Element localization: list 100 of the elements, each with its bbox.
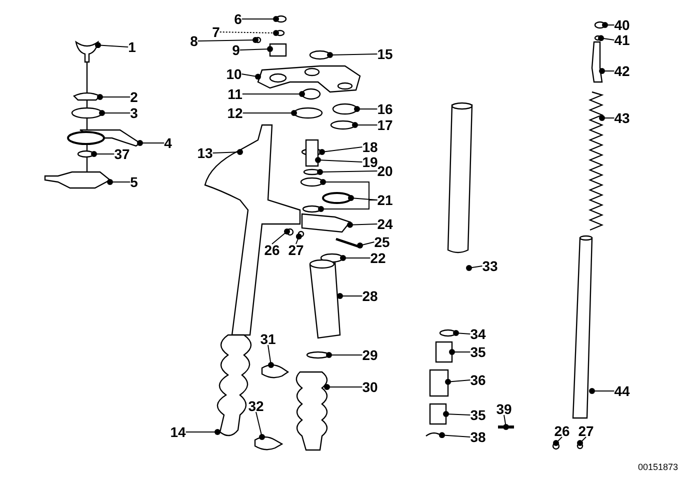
washer-drawing: [298, 230, 304, 238]
drawing-number: 00151873: [638, 462, 678, 472]
bellows-drawing: [296, 371, 328, 451]
leader-line: [95, 42, 129, 48]
leader-line: [97, 94, 131, 100]
callout-number: 8: [190, 35, 198, 47]
leader-line: [318, 200, 378, 212]
leader-line: [241, 16, 279, 22]
callout-number: 10: [226, 68, 242, 80]
callout-number: 14: [170, 426, 186, 438]
callout-number: 3: [130, 107, 138, 119]
callout-number: 9: [232, 44, 240, 56]
callout-number: 12: [227, 107, 243, 119]
leader-line: [553, 436, 562, 446]
leader-line: [107, 179, 131, 185]
callout-number: 37: [114, 148, 130, 160]
callout-number: 38: [470, 431, 486, 443]
sleeve-drawing: [429, 369, 449, 397]
nut-drawing: [269, 43, 287, 57]
leader-line: [327, 52, 378, 58]
callout-number: 13: [197, 147, 213, 159]
leader-line: [137, 140, 165, 146]
leader-line: [268, 344, 274, 368]
leader-line: [91, 151, 115, 157]
callout-number: 33: [482, 260, 498, 272]
fork-tube-drawing: [447, 102, 473, 254]
wing-knob-drawing: [75, 41, 99, 63]
leader-line: [602, 22, 615, 28]
hose-clip-drawing: [254, 436, 283, 450]
washer-drawing: [332, 103, 358, 115]
fork-bridge-drawing: [257, 65, 361, 93]
callout-number: 11: [228, 88, 242, 100]
callout-number: 31: [260, 333, 276, 345]
leader-line: [185, 429, 220, 435]
callout-number: 35: [470, 409, 486, 421]
washer-drawing: [576, 442, 584, 450]
leader-line: [445, 378, 471, 385]
leader-line: [242, 91, 305, 97]
callout-number: 29: [362, 349, 378, 361]
callout-number: 24: [377, 218, 393, 230]
leader-line: [99, 110, 131, 116]
callout-number: 1: [128, 41, 136, 53]
leader-line: [354, 106, 378, 112]
leader-line: [315, 157, 363, 163]
leader-line: [443, 411, 471, 417]
leader-line: [242, 110, 297, 116]
callout-number: 18: [362, 141, 378, 153]
bush-drawing: [429, 403, 447, 425]
callout-number: 32: [248, 400, 264, 412]
leader-line: [319, 146, 363, 155]
coil-spring-drawing: [588, 91, 604, 231]
leader-line: [337, 293, 363, 299]
callout-number: 34: [470, 328, 486, 340]
callout-number: 27: [578, 425, 594, 437]
callout-number: 4: [164, 137, 172, 149]
callout-number: 15: [377, 48, 393, 60]
washer-drawing: [309, 50, 331, 60]
callout-number: 43: [614, 112, 630, 124]
callout-number: 39: [496, 403, 512, 415]
callout-number: 22: [370, 252, 386, 264]
leader-line: [503, 414, 509, 430]
leader-line: [577, 436, 586, 446]
callout-number: 17: [377, 119, 393, 131]
callout-number: 19: [362, 156, 378, 168]
callout-number: 28: [362, 290, 378, 302]
callout-number: 16: [377, 103, 393, 115]
callout-number: 2: [130, 91, 138, 103]
bearing-drawing: [322, 192, 352, 204]
callout-number: 36: [470, 374, 486, 386]
leader-line: [449, 349, 471, 355]
washer-drawing: [275, 30, 285, 36]
callout-number: 41: [614, 34, 630, 46]
leader-line: [453, 330, 471, 336]
leader-line: [598, 35, 615, 42]
callout-number: 40: [614, 19, 630, 31]
callout-number: 35: [470, 346, 486, 358]
leader-line: [589, 388, 615, 394]
ring-drawing: [303, 168, 321, 176]
leader-line: [317, 169, 378, 175]
callout-number: 30: [362, 381, 378, 393]
callout-number: 42: [614, 65, 630, 77]
leader-line: [357, 242, 375, 248]
leader-line: [439, 432, 471, 438]
bearing-drawing: [301, 88, 321, 100]
leader-line: [599, 115, 615, 121]
leader-line: [239, 46, 273, 52]
callout-number: 26: [554, 425, 570, 437]
callout-number: 26: [264, 244, 280, 256]
screw-drawing: [254, 36, 262, 44]
leader-line: [352, 122, 378, 128]
steering-stem-drawing: [305, 139, 319, 167]
leader-line: [256, 412, 265, 440]
leader-line: [324, 384, 363, 390]
leader-line: [326, 352, 363, 358]
damper-rod-drawing: [591, 41, 603, 83]
washer-drawing: [594, 35, 602, 41]
seal-ring-drawing: [293, 107, 323, 119]
bolt-drawing: [498, 426, 514, 428]
leader-line: [241, 74, 261, 80]
damper-base-drawing: [44, 171, 112, 189]
